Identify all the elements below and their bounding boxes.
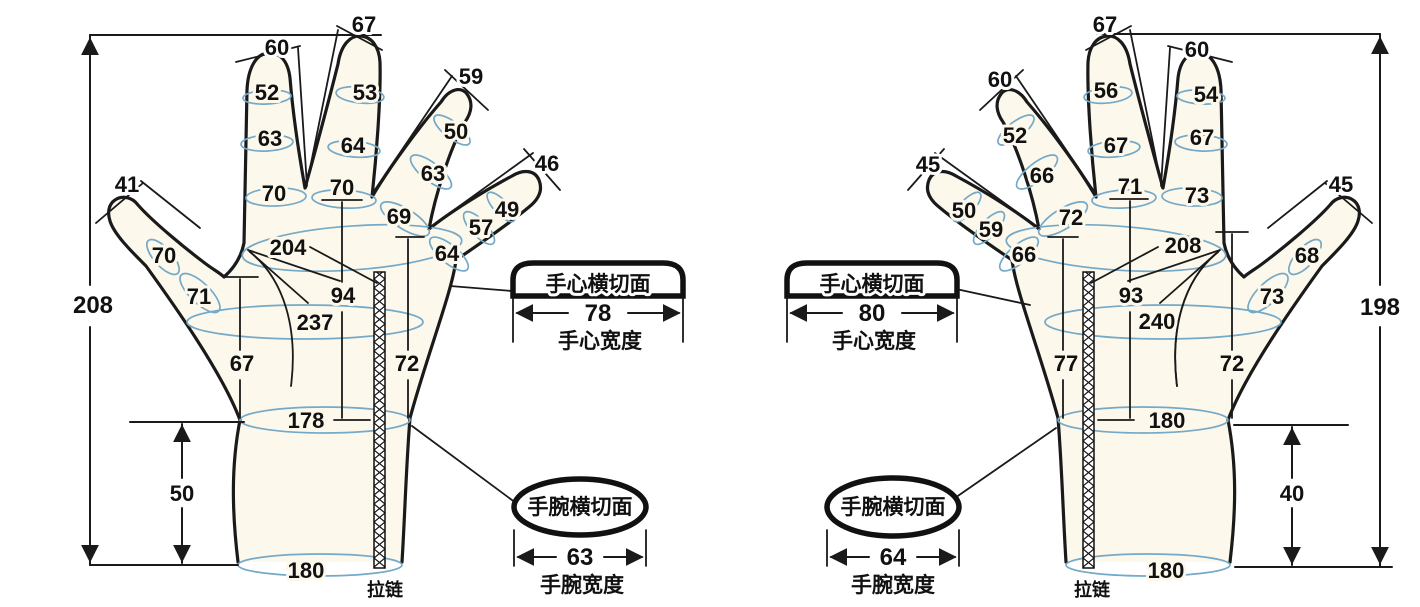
left-index-tip: 60 [265, 35, 289, 60]
wrist-section-shape [824, 475, 962, 539]
right-pinky-ring-2: 59 [979, 217, 1003, 242]
left-labels: 208 50 67 60 59 46 41 52 63 70 53 64 70 … [70, 9, 562, 603]
right-ring-tip: 60 [988, 67, 1012, 92]
right-pinky-tip: 45 [916, 152, 940, 177]
right-thumb-tip: 45 [1329, 172, 1353, 197]
left-wrist-section-callout: 手腕横切面 63 手腕宽度 [511, 476, 649, 600]
right-pinky-side: 77 [1054, 351, 1078, 376]
right-thumb-ring-2: 73 [1260, 284, 1284, 309]
right-index-knuckle: 73 [1185, 183, 1209, 208]
left-index-knuckle: 70 [262, 181, 286, 206]
right-pinky-knuckle: 66 [1012, 242, 1036, 267]
left-ring-ring-1: 50 [444, 119, 468, 144]
palm-width-label: 手心宽度 [832, 329, 916, 353]
right-cuff-height: 40 [1280, 481, 1304, 506]
left-middle-tip: 67 [352, 12, 376, 37]
left-ring-tip: 59 [459, 64, 483, 89]
right-pinky-ring-1: 50 [952, 198, 976, 223]
right-dimension-lines [907, 25, 1393, 568]
left-dimension-lines [81, 25, 561, 566]
right-zipper-label: 拉链 [1074, 579, 1111, 600]
left-cuff-height: 50 [170, 481, 194, 506]
left-palm-girth: 237 [297, 310, 334, 335]
right-index-ring-1: 54 [1194, 82, 1219, 107]
right-wrist-width: 64 [880, 544, 907, 571]
left-palm-length: 94 [331, 283, 356, 308]
left-ring-ring-2: 63 [421, 161, 445, 186]
left-pinky-side: 72 [395, 351, 419, 376]
right-middle-tip: 67 [1093, 12, 1117, 37]
left-thumb-side: 67 [230, 351, 254, 376]
right-ring-knuckle: 72 [1059, 205, 1083, 230]
wrist-width-label: 手腕宽度 [851, 573, 935, 597]
left-palm-section-callout: 手心横切面 78 手心宽度 [510, 260, 686, 356]
palm-width-label: 手心宽度 [558, 329, 642, 353]
left-knuckle-girth: 204 [270, 235, 307, 260]
left-cuff-girth: 180 [288, 558, 325, 583]
left-middle-knuckle: 70 [330, 175, 354, 200]
left-thumb-tip: 41 [115, 172, 139, 197]
left-middle-ring-2: 64 [341, 133, 366, 158]
right-wrist-section-callout: 手腕横切面 64 手腕宽度 [824, 475, 962, 600]
wrist-section-title: 手腕横切面 [841, 495, 946, 519]
right-thumb-ring-1: 68 [1295, 243, 1319, 268]
right-labels: 198 40 67 60 60 45 45 54 67 73 56 67 71 … [913, 9, 1403, 603]
palm-section-title: 手心横切面 [820, 273, 925, 296]
left-pinky-tip: 46 [535, 151, 559, 176]
right-middle-knuckle: 71 [1118, 174, 1142, 199]
left-pinky-ring-2: 57 [469, 215, 493, 240]
left-index-ring-1: 52 [255, 80, 279, 105]
left-index-ring-2: 63 [258, 126, 282, 151]
right-middle-ring-1: 56 [1094, 78, 1118, 103]
right-ring-ring-1: 52 [1003, 123, 1027, 148]
left-zipper-label: 拉链 [367, 579, 404, 600]
right-index-tip: 60 [1185, 37, 1209, 62]
left-thumb-ring-1: 70 [152, 243, 176, 268]
palm-section-shape [784, 260, 960, 299]
palm-section-title: 手心横切面 [546, 273, 651, 296]
left-thumb-ring-2: 71 [187, 284, 211, 309]
right-ring-ring-2: 66 [1030, 163, 1054, 188]
left-pinky-ring-1: 49 [495, 197, 519, 222]
right-overall-length: 198 [1360, 294, 1400, 321]
left-wrist-girth: 178 [288, 408, 325, 433]
right-wrist-girth: 180 [1149, 408, 1186, 433]
right-knuckle-girth: 208 [1165, 233, 1202, 258]
right-palm-section-callout: 手心横切面 80 手心宽度 [784, 260, 960, 356]
left-wrist-width: 63 [567, 544, 594, 571]
left-middle-ring-1: 53 [353, 80, 377, 105]
left-palm-width: 78 [585, 300, 612, 327]
wrist-width-label: 手腕宽度 [540, 573, 624, 597]
left-overall-length: 208 [73, 292, 113, 319]
right-palm-girth: 240 [1139, 309, 1176, 334]
right-palm-length: 93 [1119, 283, 1143, 308]
right-palm-width: 80 [859, 300, 886, 327]
right-cuff-girth: 180 [1148, 558, 1185, 583]
right-index-ring-2: 67 [1190, 125, 1214, 150]
left-ring-knuckle: 69 [387, 204, 411, 229]
right-thumb-side: 72 [1220, 351, 1244, 376]
palm-section-shape [510, 260, 686, 299]
left-pinky-knuckle: 64 [435, 241, 460, 266]
wrist-section-title: 手腕横切面 [528, 495, 633, 519]
right-middle-ring-2: 67 [1104, 133, 1128, 158]
wrist-section-shape [511, 476, 649, 538]
